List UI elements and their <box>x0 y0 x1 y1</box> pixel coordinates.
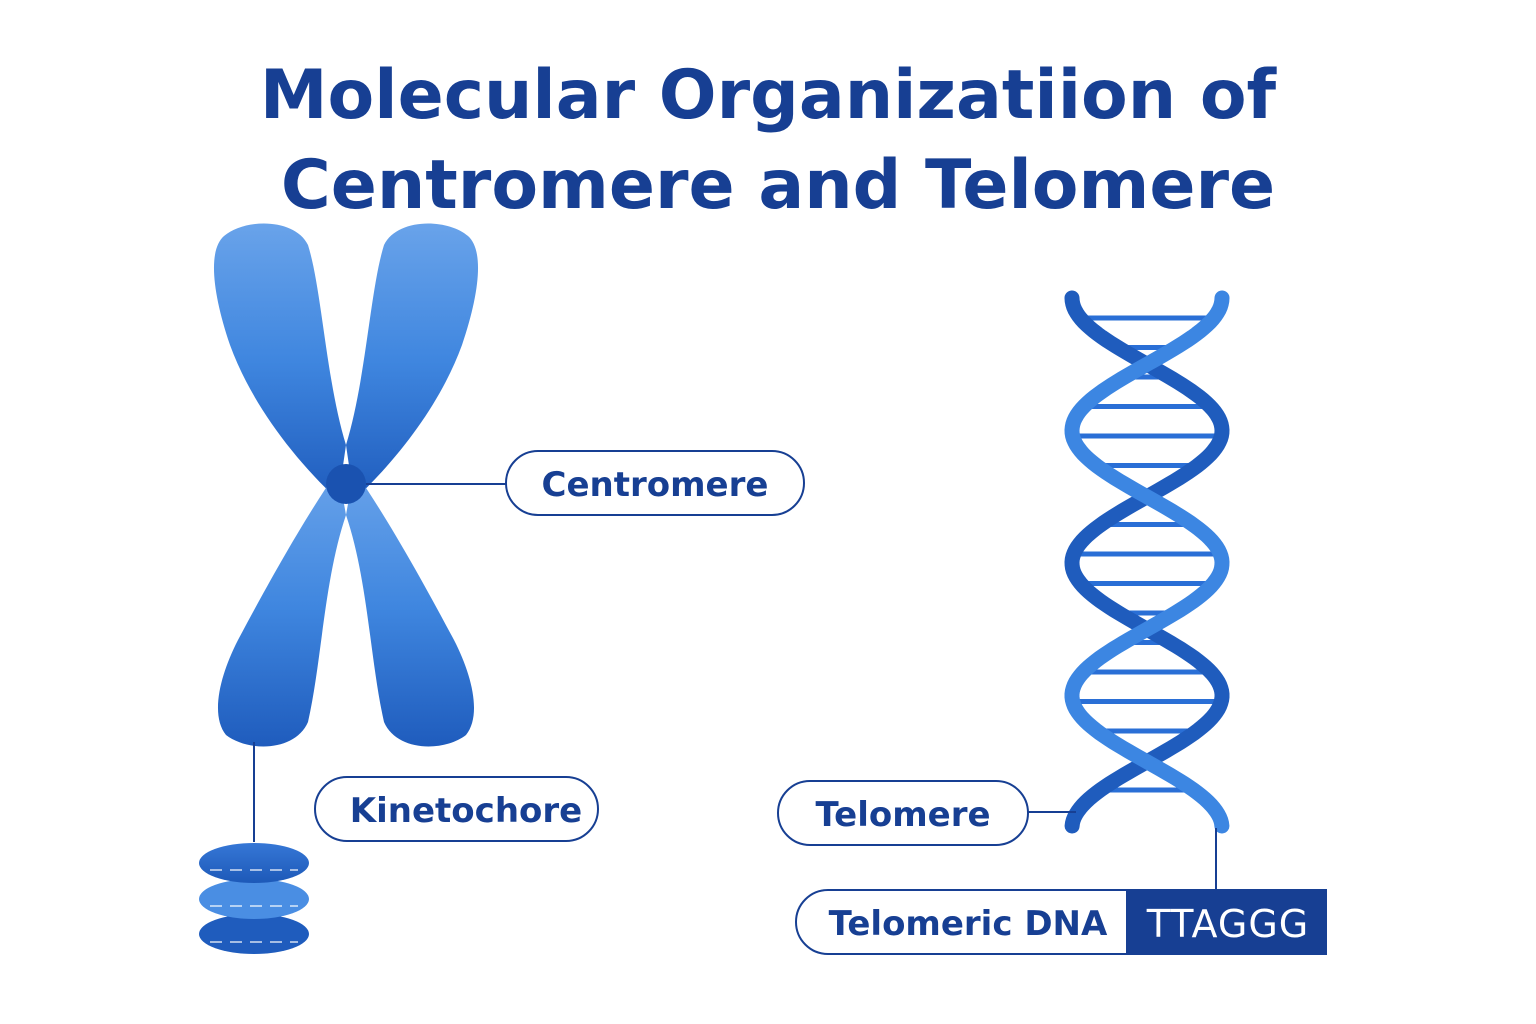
helix-strand-a <box>1064 290 1230 834</box>
telomeric-sequence-box <box>1126 890 1326 954</box>
kinetochore-disc-middle <box>199 879 309 919</box>
title-line-2: Centromere and Telomere <box>281 146 1275 225</box>
centromere-dot <box>326 464 366 504</box>
kinetochore-disc-bottom <box>199 914 309 954</box>
telomeric-sequence-text: TTAGGG <box>1146 902 1309 946</box>
chromosome <box>213 223 479 747</box>
telomere-label: Telomere <box>815 795 990 835</box>
kinetochore-label: Kinetochore <box>350 791 582 831</box>
kinetochore-stack <box>199 843 309 954</box>
chromosome-upper-right-arm <box>346 223 479 500</box>
dna-helix <box>1064 290 1230 834</box>
chromosome-lower-right-arm <box>346 470 475 747</box>
telomeric-dna-text: Telomeric DNA <box>829 904 1108 944</box>
centromere-label-box <box>505 450 805 516</box>
kinetochore-disc-top <box>199 843 309 883</box>
telomeric-dna-label: Telomeric DNA TTAGGG <box>795 889 1327 955</box>
kinetochore-label-box <box>314 776 599 842</box>
title-line-1: Molecular Organizatiion of <box>260 56 1278 135</box>
helix-strand-b <box>1064 290 1230 834</box>
centromere-label: Centromere <box>542 465 769 505</box>
chromosome-lower-left-arm <box>217 470 346 747</box>
chromosome-upper-left-arm <box>213 223 346 500</box>
